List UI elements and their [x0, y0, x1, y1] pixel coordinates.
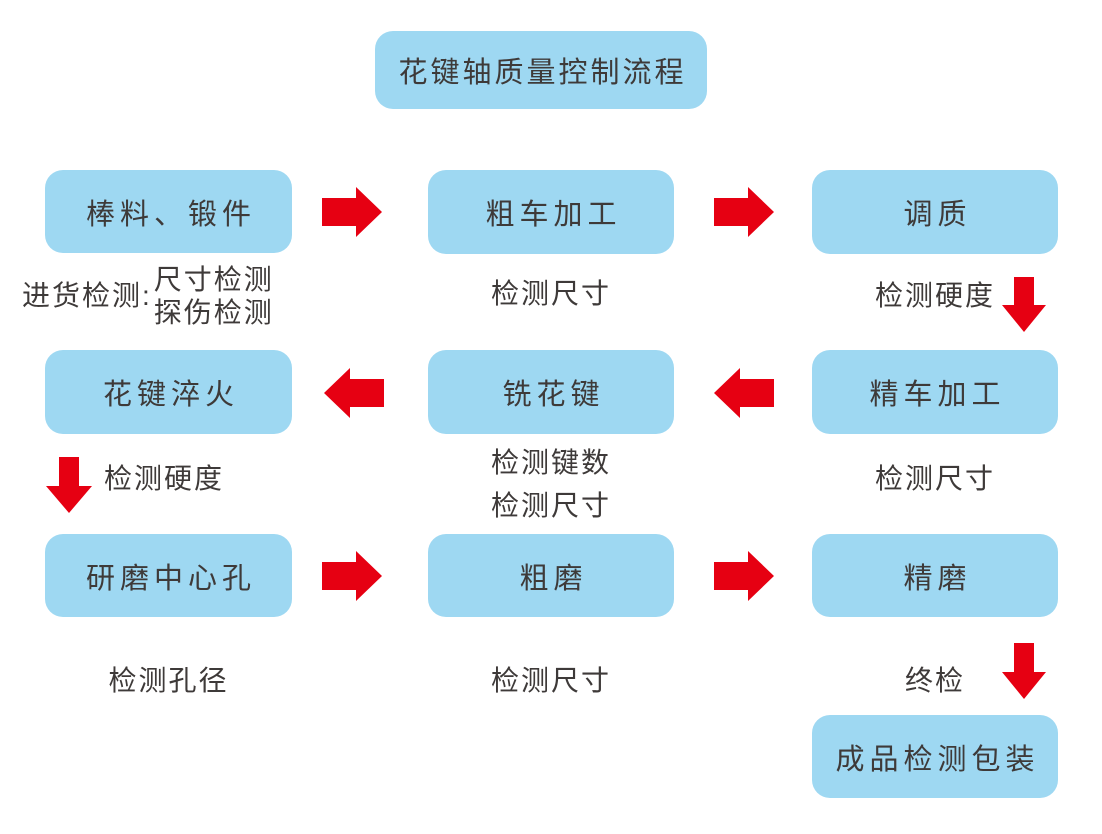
- arrow-right-icon: [322, 187, 382, 237]
- arrow-right-icon: [714, 551, 774, 601]
- node-finish-turning: 精车加工: [812, 350, 1058, 434]
- label-after-fine-grinding: 终检: [904, 665, 965, 696]
- node-quenching-tempering: 调质: [812, 170, 1058, 254]
- node-spline-milling: 铣花键: [428, 350, 674, 434]
- label-after-grind-center-hole: 检测孔径: [108, 665, 229, 696]
- arrow-down-icon: [46, 457, 92, 513]
- node-finished-product-packaging: 成品检测包装: [812, 715, 1058, 798]
- node-rough-grinding: 粗磨: [428, 534, 674, 617]
- label-after-spline-quenching: 检测硬度: [104, 463, 225, 494]
- arrow-down-icon: [1002, 277, 1046, 332]
- arrow-right-icon: [714, 187, 774, 237]
- node-rough-turning: 粗车加工: [428, 170, 674, 254]
- label-line: 检测尺寸: [490, 490, 611, 521]
- flow-title: 花键轴质量控制流程: [375, 31, 707, 109]
- label-after-spline-milling: 检测键数 检测尺寸: [428, 441, 674, 527]
- arrow-left-icon: [714, 368, 774, 418]
- incoming-inspection-title: 进货检测:: [22, 280, 152, 311]
- node-raw-material: 棒料、锻件: [45, 170, 292, 253]
- label-after-rough-turning: 检测尺寸: [490, 278, 611, 309]
- node-grind-center-hole: 研磨中心孔: [45, 534, 292, 617]
- incoming-inspection-item: 尺寸检测: [153, 264, 274, 295]
- label-line: 检测键数: [490, 447, 611, 478]
- node-fine-grinding: 精磨: [812, 534, 1058, 617]
- label-incoming-inspection: 进货检测: 尺寸检测 探伤检测: [22, 263, 274, 329]
- arrow-left-icon: [324, 368, 384, 418]
- node-spline-quenching: 花键淬火: [45, 350, 292, 434]
- arrow-down-icon: [1002, 643, 1046, 699]
- incoming-inspection-item: 探伤检测: [153, 297, 274, 328]
- label-after-quenching-tempering: 检测硬度: [874, 280, 995, 311]
- label-after-finish-turning: 检测尺寸: [874, 463, 995, 494]
- arrow-right-icon: [322, 551, 382, 601]
- label-after-rough-grinding: 检测尺寸: [490, 665, 611, 696]
